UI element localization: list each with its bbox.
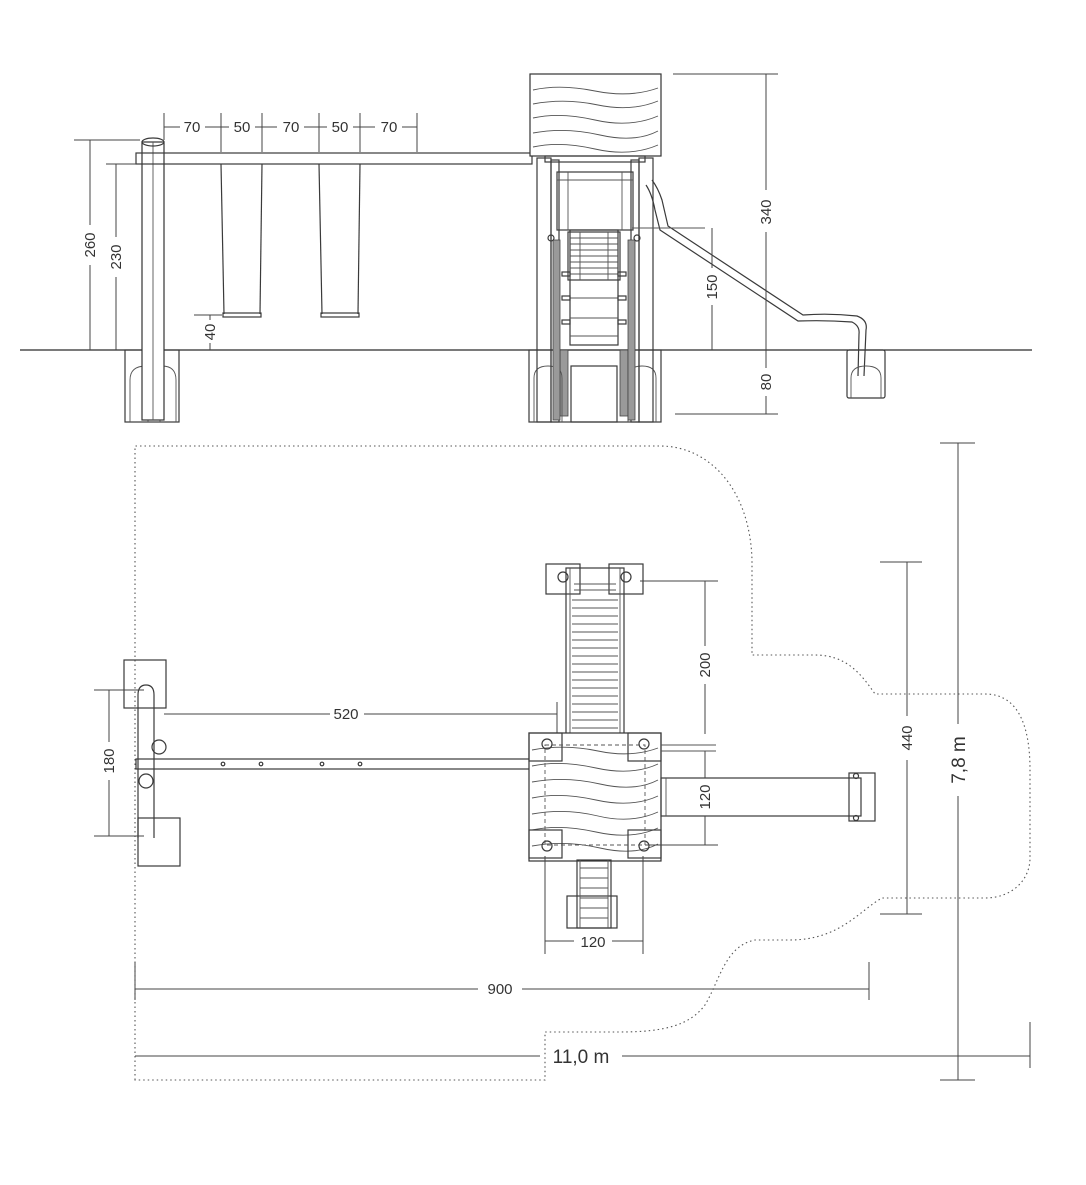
tower-height-dimension: 340 xyxy=(673,73,778,350)
ladder-length-label: 200 xyxy=(697,652,714,677)
plan-entry-ladder xyxy=(566,859,618,929)
total-length-label: 11,0 m xyxy=(553,1047,610,1068)
spacing-label-5: 70 xyxy=(381,119,398,136)
beam-length-label: 520 xyxy=(333,706,358,723)
platform-depth-dimension: 120 xyxy=(645,751,718,846)
tower-railing xyxy=(547,171,641,242)
side-elevation: 70 50 70 50 70 260 230 40 xyxy=(20,73,1032,423)
ladder-length-dimension: 200 xyxy=(640,580,718,734)
climbing-ladder xyxy=(561,229,627,346)
height-label-230: 230 xyxy=(108,244,125,269)
total-width-label: 7,8 m xyxy=(949,736,970,784)
swing-width-dimension: 180 xyxy=(94,689,144,837)
clearance-dimension-40: 40 xyxy=(194,314,222,350)
plan-slide xyxy=(660,772,876,822)
plan-view: 520 180 xyxy=(94,442,1031,1081)
slide-height-dimension: 150 xyxy=(704,228,721,350)
height-dimension-260: 260 xyxy=(74,139,140,350)
height-dimension-230: 230 xyxy=(106,163,136,350)
platform-depth-label: 120 xyxy=(697,784,714,809)
plan-tower-roof xyxy=(528,732,716,862)
swing-width-label: 180 xyxy=(101,748,118,773)
safety-zone-outline xyxy=(134,445,1031,1081)
length-900-label: 900 xyxy=(487,981,512,998)
tower-footings xyxy=(528,349,662,423)
length-900-dimension: 900 xyxy=(134,962,870,1000)
tower-posts xyxy=(536,157,654,423)
spacing-dimension: 70 50 70 50 70 xyxy=(163,113,418,152)
total-width-dimension: 7,8 m xyxy=(940,442,975,1081)
spacing-label-3: 70 xyxy=(283,119,300,136)
height-label-260: 260 xyxy=(82,232,99,257)
tower-roof xyxy=(529,73,662,163)
swing-beam xyxy=(135,152,533,165)
spacing-label-2: 50 xyxy=(234,119,251,136)
foundation-depth-dimension: 80 xyxy=(675,350,778,415)
swing-post xyxy=(141,137,165,421)
slide xyxy=(632,179,886,399)
safety-zone-depth-label: 440 xyxy=(899,725,916,750)
platform-width-label: 120 xyxy=(580,934,605,951)
beam-length-dimension: 520 xyxy=(164,702,558,740)
tower-height-label: 340 xyxy=(758,199,775,224)
platform-width-dimension: 120 xyxy=(544,856,644,954)
swing-seat-2 xyxy=(318,163,361,318)
swing-seat-1 xyxy=(220,163,263,318)
spacing-label-4: 50 xyxy=(332,119,349,136)
spacing-label-1: 70 xyxy=(184,119,201,136)
foundation-depth-label: 80 xyxy=(758,374,775,391)
plan-climbing-wall xyxy=(545,563,644,735)
clearance-label-40: 40 xyxy=(202,324,219,341)
plan-swing-frame xyxy=(123,659,533,867)
total-length-dimension: 11,0 m xyxy=(135,1022,1031,1068)
slide-height-label: 150 xyxy=(704,274,721,299)
safety-zone-depth-dimension: 440 xyxy=(880,561,922,915)
